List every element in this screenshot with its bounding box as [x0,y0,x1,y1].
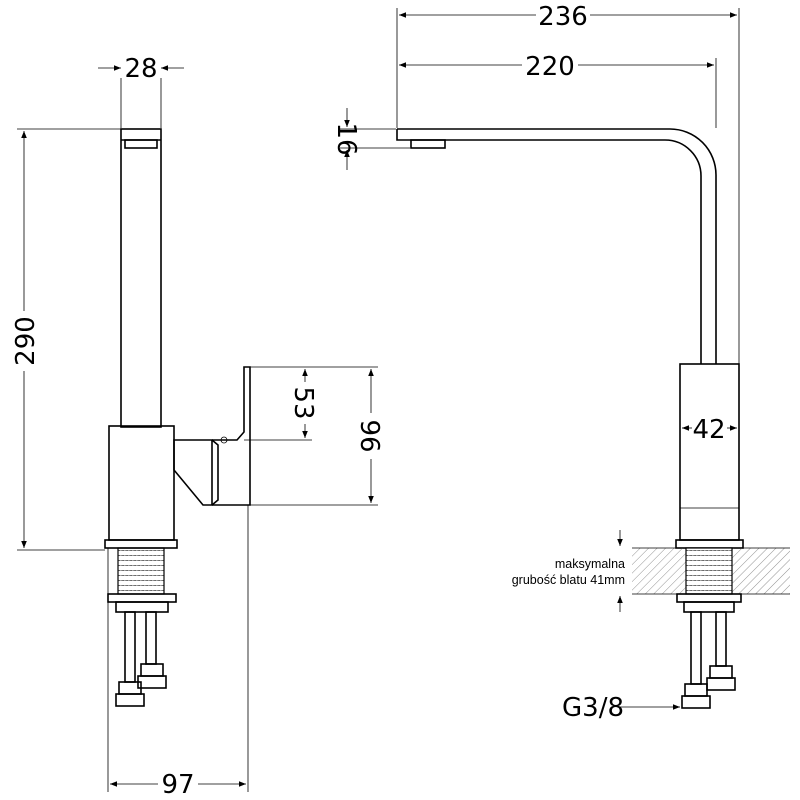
dim-base-depth: 97 [161,770,194,800]
dim-reach-spout: 220 [525,52,575,82]
dim-reach-total: 236 [538,2,588,32]
note-thread: G3/8 [562,693,624,723]
note-max-line1: maksymalna [555,557,625,571]
dim-height: 290 [11,316,41,366]
side-view: 28 290 53 96 97 [11,54,384,800]
note-max-line2: grubość blatu 41mm [512,573,625,587]
dim-body-width: 42 [692,415,725,445]
dim-spout-thickness: 16 [331,122,361,155]
front-view: 236 220 16 42 maksymalna grubość blatu 4… [331,2,790,723]
dim-top-width: 28 [124,54,157,84]
dim-lever-total: 96 [354,419,384,452]
dim-lever-upper: 53 [288,386,318,419]
